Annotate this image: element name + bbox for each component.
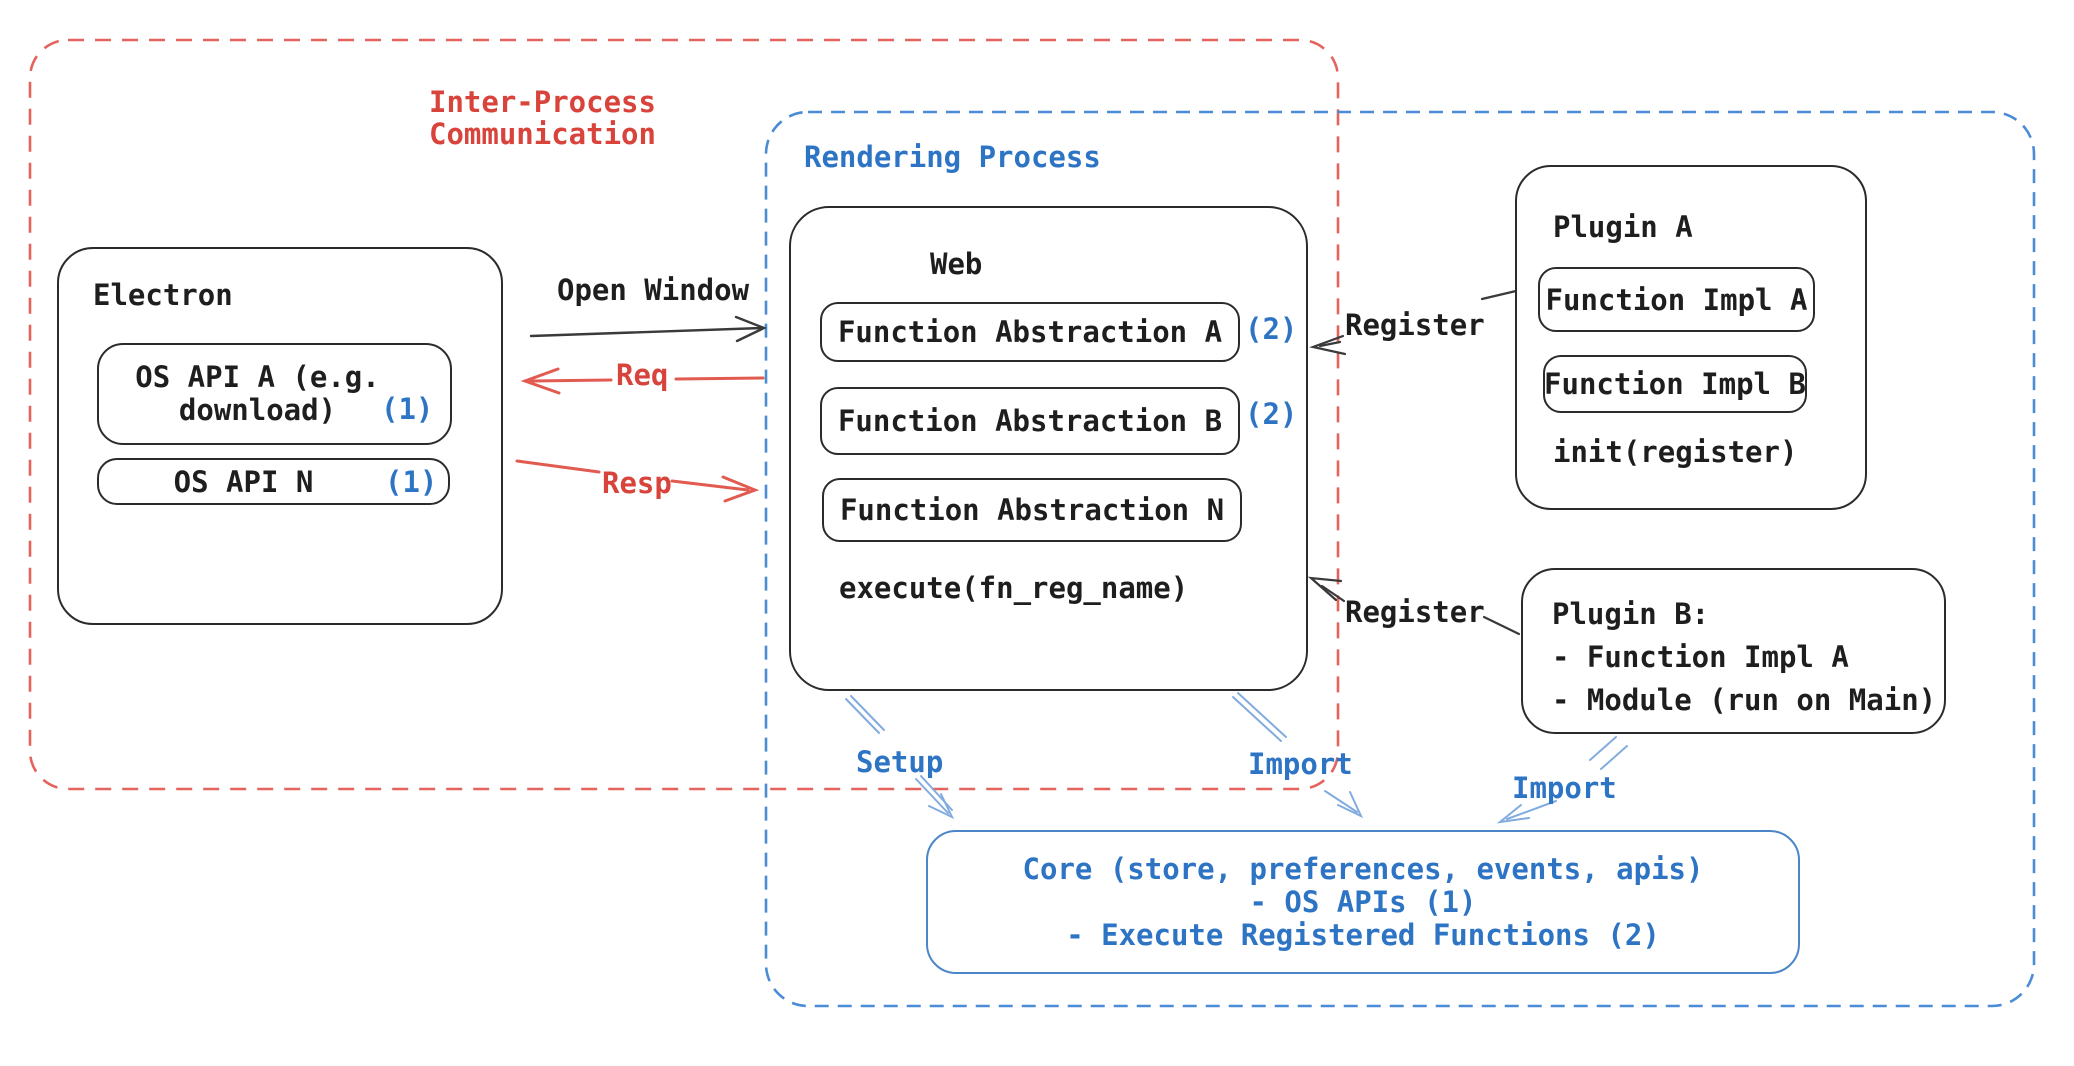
web-execute-label: execute(fn_reg_name) <box>839 571 1189 605</box>
os-api-n-label: OS API N <box>173 464 314 499</box>
core-label: Core (store, preferences, events, apis)-… <box>1022 851 1704 952</box>
os-api-a-ref: (1) <box>381 392 434 426</box>
plugin-a-init-label: init(register) <box>1553 435 1798 469</box>
plugin-a-node <box>1515 165 1867 510</box>
os-api-n-node <box>97 458 450 505</box>
plugin-b-node <box>1521 568 1946 734</box>
open-window-label: Open Window <box>557 273 750 307</box>
function-impl-a-node <box>1538 267 1815 332</box>
function-abstraction-a-node <box>820 302 1240 362</box>
function-abstraction-a-label: Function Abstraction A <box>837 315 1223 349</box>
resp-label: Resp <box>602 466 672 500</box>
setup-label: Setup <box>856 745 944 779</box>
electron-node <box>57 247 503 625</box>
os-api-a-label: OS API A (e.g.download) <box>135 360 380 427</box>
register-b-arrow <box>1307 576 1521 636</box>
register-a-arrow <box>1309 289 1518 356</box>
import-plugin-label: Import <box>1512 771 1617 805</box>
rendering-process-title: Rendering Process <box>804 140 1101 174</box>
resp-arrow <box>515 459 760 503</box>
import-web-label: Import <box>1248 747 1353 781</box>
register-a-label: Register <box>1345 308 1485 342</box>
req-label: Req <box>616 358 669 392</box>
os-api-a-node <box>97 343 452 445</box>
rendering-process-boundary <box>764 110 2036 1008</box>
ipc-boundary-title: Inter-Process Communication <box>429 85 656 151</box>
function-abstraction-b-node <box>820 387 1240 455</box>
function-abstraction-b-ref: (2) <box>1245 397 1298 431</box>
web-title: Web <box>930 247 983 281</box>
function-abstraction-a-ref: (2) <box>1245 312 1298 346</box>
plugin-a-title: Plugin A <box>1553 210 1693 244</box>
function-abstraction-n-label: Function Abstraction N <box>839 493 1225 527</box>
ipc-boundary <box>28 38 1340 791</box>
web-node <box>789 206 1308 691</box>
electron-title: Electron <box>93 278 233 312</box>
core-node <box>926 830 1800 974</box>
register-b-label: Register <box>1345 595 1485 629</box>
import-web-arrow <box>1232 692 1364 819</box>
import-plugin-arrow <box>1496 736 1628 824</box>
function-abstraction-n-node <box>822 478 1242 542</box>
os-api-n-ref: (1) <box>385 465 438 499</box>
plugin-b-label: Plugin B: - Function Impl A - Module (ru… <box>1552 597 1937 717</box>
req-arrow <box>520 367 765 395</box>
function-impl-a-label: Function Impl A <box>1545 282 1808 317</box>
function-abstraction-b-label: Function Abstraction B <box>837 404 1223 438</box>
function-impl-b-node <box>1543 355 1807 413</box>
function-impl-b-label: Function Impl B <box>1544 367 1806 401</box>
open-window-arrow <box>529 315 767 343</box>
setup-arrow <box>845 695 955 820</box>
